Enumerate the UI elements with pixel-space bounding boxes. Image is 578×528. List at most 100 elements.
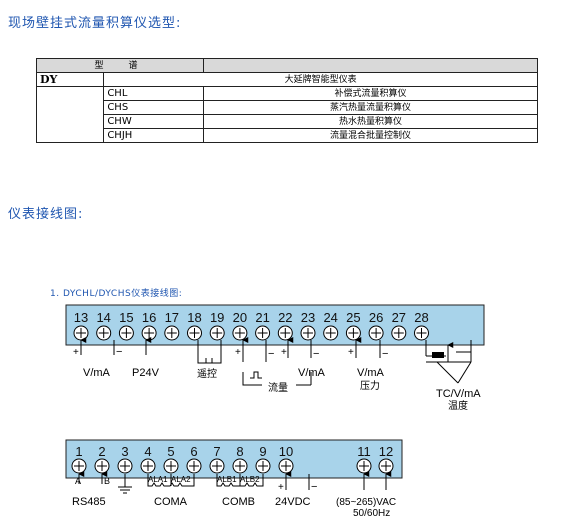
label-vac: (85~265)VAC xyxy=(336,497,396,508)
terminal-number: 1 xyxy=(75,444,82,459)
terminal-number: 2 xyxy=(98,444,105,459)
screw-terminal-icon xyxy=(141,325,157,341)
terminal-number: 17 xyxy=(165,310,179,325)
svg-text:−: − xyxy=(382,348,388,360)
label-coma: COMA xyxy=(154,496,188,508)
terminal-number: 28 xyxy=(414,310,428,325)
screw-terminal-icon xyxy=(209,325,225,341)
terminal-number: 5 xyxy=(167,444,174,459)
model-selection-table: 型 谱 DY 大延牌智能型仪表 CHL 补偿式流量积算仪 CHS 蒸汽热量流量积… xyxy=(35,58,538,143)
label-b: B xyxy=(104,476,110,486)
label-a: A xyxy=(75,476,81,486)
screw-terminal-icon xyxy=(94,458,110,474)
table-indent-cell xyxy=(35,114,105,129)
table-row-desc: 流量混合批量控制仪 xyxy=(203,128,538,143)
screw-terminal-icon xyxy=(255,325,271,341)
table-header-label: 型 谱 xyxy=(36,58,204,73)
terminal-number: 11 xyxy=(357,444,371,459)
table-indent-cell xyxy=(35,128,105,143)
screw-terminal-icon xyxy=(73,325,89,341)
screw-terminal-icon xyxy=(96,325,112,341)
label-hz: 50/60Hz xyxy=(353,508,390,519)
label-rs485: RS485 xyxy=(72,496,106,508)
table-indent-cell xyxy=(35,86,105,101)
svg-text:+: + xyxy=(281,347,287,358)
terminal-number: 3 xyxy=(121,444,128,459)
terminal-number: 10 xyxy=(279,444,293,459)
terminal-number: 14 xyxy=(96,310,110,325)
terminal-number: 27 xyxy=(392,310,406,325)
svg-text:−: − xyxy=(313,348,319,360)
terminal-number: 7 xyxy=(213,444,220,459)
terminal-number: 15 xyxy=(119,310,133,325)
label-alb1: ALB1 xyxy=(217,475,237,484)
screw-terminal-icon xyxy=(345,325,361,341)
label-vma-2: V/mA xyxy=(298,367,326,379)
screw-terminal-icon xyxy=(391,325,407,341)
label-pressure: 压力 xyxy=(360,379,380,392)
label-vma-3: V/mA xyxy=(357,367,385,379)
label-ala1: ALA1 xyxy=(148,475,168,484)
terminal-number: 12 xyxy=(379,444,393,459)
terminal-number: 9 xyxy=(259,444,266,459)
label-tcvma: TC/V/mA xyxy=(436,388,481,400)
screw-terminal-icon xyxy=(300,325,316,341)
screw-terminal-icon xyxy=(187,325,202,341)
screw-terminal-icon xyxy=(232,325,248,341)
terminal-number: 6 xyxy=(190,444,197,459)
svg-text:+: + xyxy=(348,347,354,358)
terminal-number: 19 xyxy=(210,310,224,325)
label-24vdc: 24VDC xyxy=(275,496,311,508)
section-title-wiring: 仪表接线图: xyxy=(8,207,84,222)
screw-terminal-icon xyxy=(117,458,133,474)
screw-terminal-icon xyxy=(255,458,271,474)
section-title-selection: 现场壁挂式流量积算仪选型: xyxy=(8,16,182,31)
label-comb: COMB xyxy=(222,496,255,508)
terminal-number: 21 xyxy=(255,310,269,325)
terminal-number: 20 xyxy=(233,310,247,325)
terminal-strip-1 xyxy=(65,304,485,346)
screw-terminal-icon xyxy=(277,325,293,341)
terminal-number: 18 xyxy=(187,310,201,325)
terminal-strip-2 xyxy=(65,439,403,479)
terminal-number: 25 xyxy=(346,310,360,325)
label-flow: 流量 xyxy=(268,381,288,394)
screw-terminal-icon xyxy=(71,458,87,474)
screw-terminal-icon xyxy=(163,458,179,474)
label-temperature: 温度 xyxy=(448,399,468,412)
table-header-blank xyxy=(203,58,538,73)
wiring-diagram-title: 1. DYCHL/DYCHS仪表接线图: xyxy=(50,289,183,299)
svg-text:−: − xyxy=(116,346,122,358)
terminal-number: 4 xyxy=(144,444,151,459)
screw-terminal-icon xyxy=(140,458,156,474)
screw-terminal-icon xyxy=(323,325,339,341)
terminal-number: 13 xyxy=(74,310,88,325)
screw-terminal-icon xyxy=(378,458,394,474)
screw-terminal-icon xyxy=(164,325,180,341)
terminal-number: 16 xyxy=(142,310,156,325)
svg-text:+: + xyxy=(73,347,79,358)
label-alb2: ALB2 xyxy=(240,475,260,484)
terminal-number: 8 xyxy=(236,444,243,459)
terminal-number: 26 xyxy=(369,310,383,325)
screw-terminal-icon xyxy=(414,325,429,341)
terminal-number: 23 xyxy=(301,310,315,325)
svg-text:+: + xyxy=(235,347,241,358)
terminal-number: 24 xyxy=(323,310,337,325)
screw-terminal-icon xyxy=(186,458,202,474)
screw-terminal-icon xyxy=(118,325,134,341)
label-remote: 遥控 xyxy=(197,367,217,380)
screw-terminal-icon xyxy=(278,458,294,474)
label-ala2: ALA2 xyxy=(171,475,191,484)
label-vma-1: V/mA xyxy=(83,367,111,379)
svg-text:−: − xyxy=(268,348,274,360)
svg-text:+: + xyxy=(278,482,284,493)
screw-terminal-icon xyxy=(209,458,225,474)
screw-terminal-icon xyxy=(232,458,248,474)
terminal-number: 22 xyxy=(278,310,292,325)
table-row-code: DY xyxy=(35,72,105,87)
svg-text:−: − xyxy=(311,481,317,493)
label-p24v: P24V xyxy=(132,367,160,379)
screw-terminal-icon xyxy=(356,458,372,474)
